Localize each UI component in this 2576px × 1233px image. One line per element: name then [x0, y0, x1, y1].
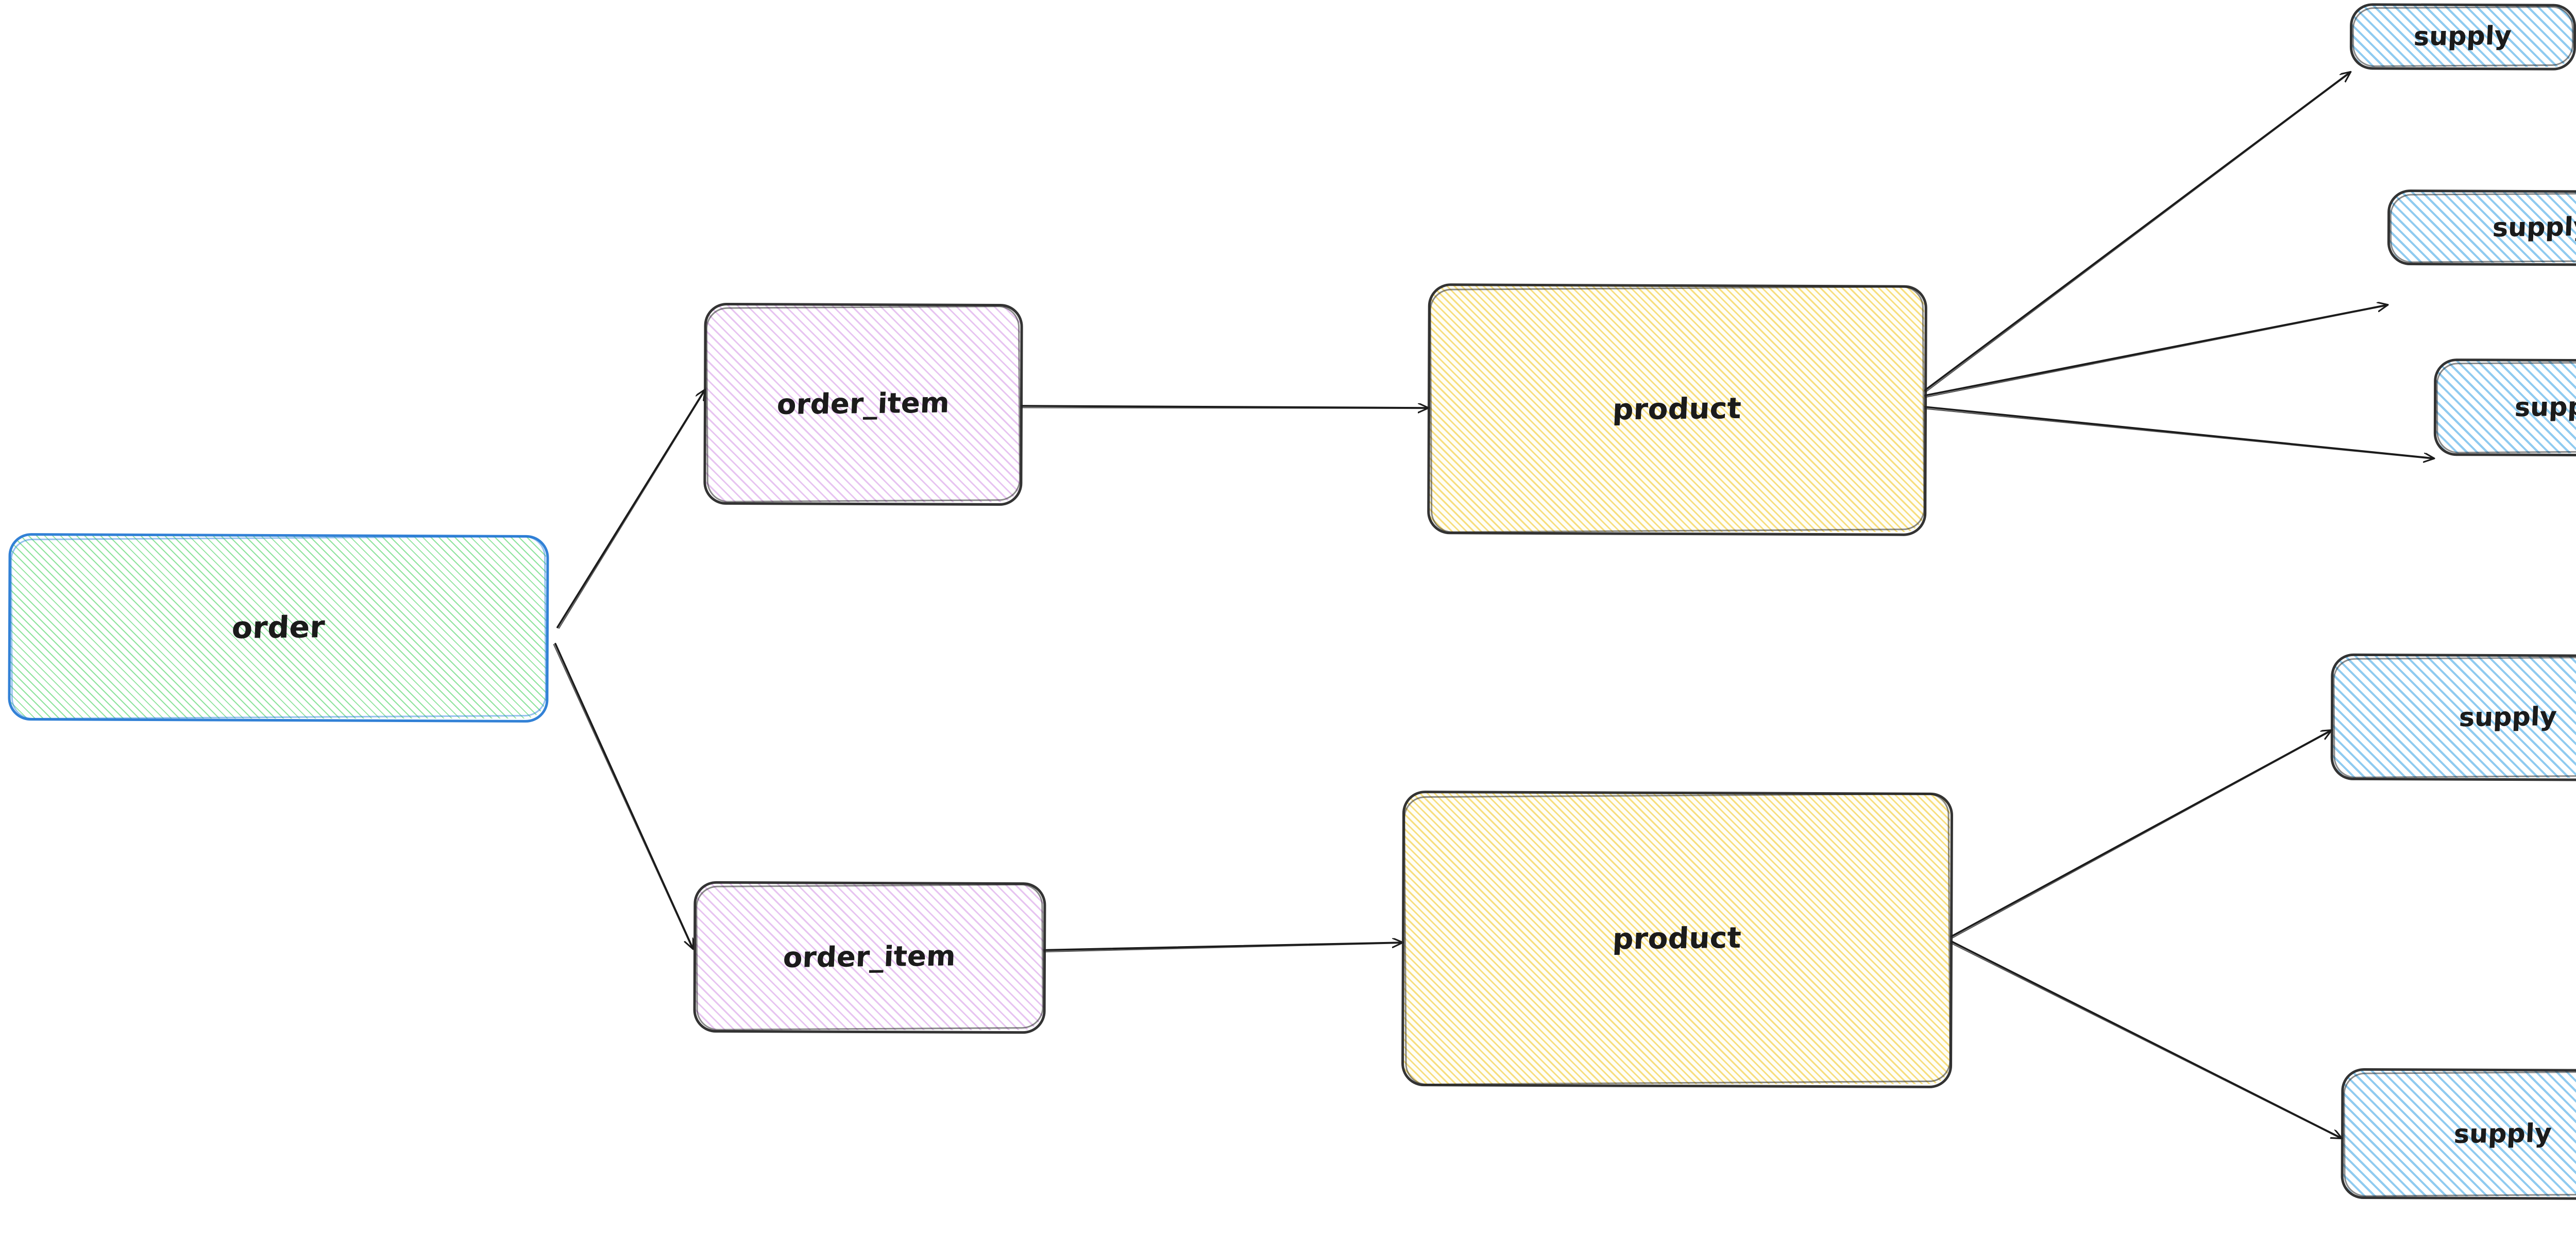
node-order_item_1[interactable]: order_item: [706, 305, 1020, 502]
edge-product_1-to-supply_2: [1924, 305, 2387, 397]
edge-order_item_2-to-product_2: [1035, 942, 1403, 953]
node-supply_2[interactable]: supply: [2389, 192, 2576, 263]
edge-product_1-to-supply_1: [1924, 72, 2350, 391]
edge-product_1-to-supply_3: [1924, 408, 2434, 460]
edge-order-to-order_item_1: [558, 389, 706, 629]
edge-order-to-order_item_2: [553, 644, 693, 950]
node-label: order_item: [776, 386, 950, 421]
node-order_item_2[interactable]: order_item: [696, 883, 1043, 1030]
node-label: supply: [2514, 391, 2576, 423]
node-label: product: [1612, 391, 1742, 426]
edge-order-to-order_item_2: [554, 643, 693, 949]
node-label: supply: [2413, 20, 2513, 52]
edge-order_item_1-to-product_1: [1021, 406, 1428, 408]
node-supply_3[interactable]: supply: [2436, 361, 2576, 453]
node-order[interactable]: order: [10, 536, 546, 718]
node-label: supply: [2453, 1118, 2553, 1149]
edge-product_2-to-supply_4: [1951, 730, 2331, 937]
edge-order_item_2-to-product_2: [1035, 943, 1402, 951]
node-supply_5[interactable]: supply: [2343, 1070, 2576, 1196]
edge-product_1-to-supply_1: [1925, 72, 2351, 392]
edge-product_2-to-supply_5: [1950, 942, 2342, 1140]
edge-order_item_1-to-product_1: [1021, 407, 1429, 409]
node-supply_4[interactable]: supply: [2333, 656, 2576, 778]
node-supply_1[interactable]: supply: [2352, 5, 2573, 67]
node-product_1[interactable]: product: [1430, 286, 1924, 532]
node-label: product: [1612, 921, 1742, 956]
edge-order-to-order_item_1: [556, 390, 705, 628]
node-label: order_item: [782, 939, 957, 974]
edge-product_2-to-supply_5: [1951, 940, 2342, 1138]
edge-product_1-to-supply_3: [1924, 406, 2434, 458]
node-product_2[interactable]: product: [1404, 793, 1950, 1084]
edge-product_1-to-supply_2: [1924, 304, 2388, 398]
edge-product_2-to-supply_4: [1952, 730, 2332, 939]
node-label: supply: [2458, 701, 2558, 732]
node-label: order: [231, 609, 326, 645]
node-label: supply: [2492, 211, 2576, 243]
